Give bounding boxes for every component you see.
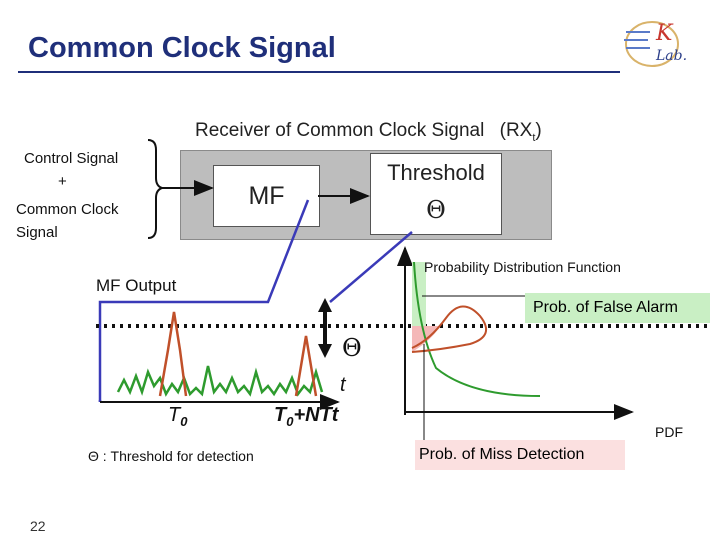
threshold-connector	[329, 231, 413, 303]
input-line-3: Common Clock	[16, 201, 119, 218]
receiver-title-suffix: (RX	[499, 120, 533, 141]
input-line-2: +	[58, 173, 67, 190]
input-brace	[147, 139, 166, 239]
receiver-title: Receiver of Common Clock Signal (RXt)	[195, 120, 542, 144]
receiver-title-text: Receiver of Common Clock Signal	[195, 120, 485, 141]
mf-output-title: MF Output	[96, 276, 177, 295]
t0-sub: 0	[180, 414, 188, 429]
t1-sub: 0	[286, 414, 294, 429]
peak-t0-ntt	[294, 335, 318, 397]
k-lab-logo: K Lab.	[624, 21, 687, 67]
threshold-legend: Θ : Threshold for detection	[88, 448, 254, 464]
peak-t0	[158, 311, 188, 397]
noise-distribution-curve	[413, 261, 541, 397]
threshold-symbol: Θ	[426, 196, 446, 224]
threshold-block: Threshold Θ	[370, 153, 502, 235]
time-axis-label: t	[340, 374, 346, 396]
pdf-title: Probability Distribution Function	[424, 259, 621, 275]
slide-title: Common Clock Signal	[28, 32, 336, 64]
theta-label: Θ	[342, 334, 362, 362]
receiver-title-close: )	[535, 120, 542, 141]
signal-distribution-curve	[411, 305, 488, 353]
receiver-title-sub: t	[532, 131, 536, 144]
t1-main: T	[274, 404, 287, 426]
input-line-1: Control Signal	[24, 150, 119, 167]
logo-k: K	[655, 21, 674, 46]
t0-ntt-label: T0+NTt	[274, 404, 338, 429]
logo-lab: Lab.	[655, 48, 687, 64]
input-line-4: Signal	[16, 224, 58, 241]
threshold-label: Threshold	[387, 160, 485, 185]
t0-label: T0	[168, 404, 187, 429]
noise-trace	[116, 365, 324, 397]
t1-post: +NTt	[293, 404, 339, 426]
false-alarm-label: Prob. of False Alarm	[525, 293, 710, 323]
t0-main: T	[168, 404, 181, 426]
title-rule	[18, 71, 620, 73]
pdf-axis-label: PDF	[655, 424, 683, 440]
page-number: 22	[30, 518, 46, 534]
mf-output-connector	[98, 199, 310, 402]
miss-detection-label: Prob. of Miss Detection	[415, 440, 625, 470]
